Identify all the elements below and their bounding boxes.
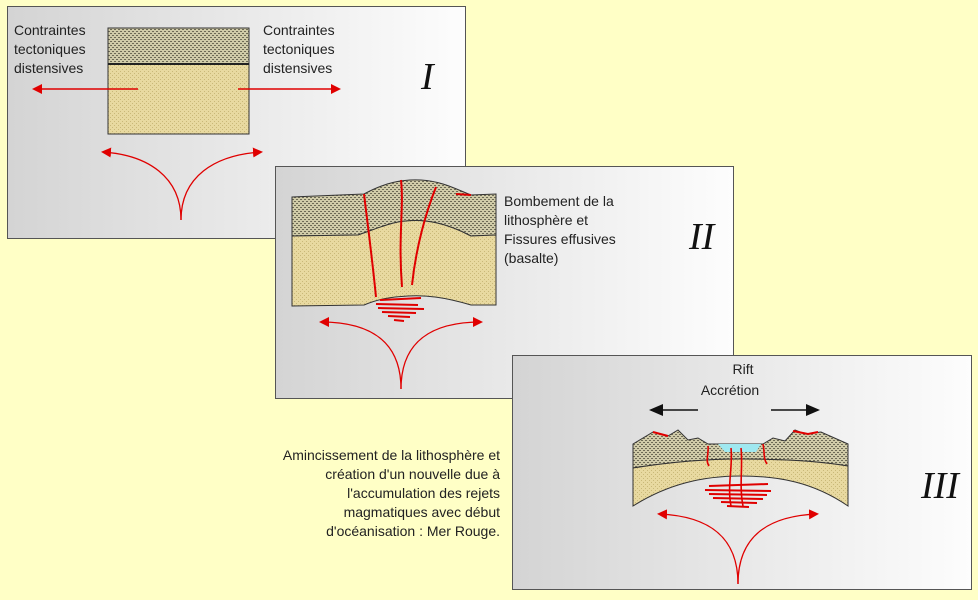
surface-lava — [652, 430, 819, 437]
stage-3-panel: Rift Accrétion III — [512, 355, 972, 590]
magma-pool — [375, 297, 425, 322]
stage-1-drawing — [32, 27, 341, 221]
right-convection-arrow — [737, 509, 819, 585]
accretion-label: Accrétion — [700, 382, 760, 398]
stage-1-panel: Contraintes tectoniques distensives Cont… — [7, 6, 466, 239]
magma-chamber — [704, 483, 772, 508]
stage-2-label: Bombement de la lithosphère et Fissures … — [504, 193, 616, 266]
lower-layer — [107, 63, 250, 135]
fissure-3 — [411, 186, 437, 286]
left-convection-arrow — [101, 147, 182, 221]
upper-layer — [107, 27, 250, 65]
fissure-2 — [399, 179, 403, 288]
feeder-dykes — [706, 443, 768, 507]
right-convection-arrow — [400, 317, 483, 390]
fissure-top — [455, 193, 472, 196]
stage-2-drawing — [291, 179, 497, 390]
left-convection-arrow — [657, 509, 739, 585]
left-stress-label: Contraintes tectoniques distensives — [14, 22, 86, 76]
new-ocean-water — [718, 444, 761, 452]
caption-text: Amincissement de la lithosphère et créat… — [282, 447, 500, 539]
stage-3-drawing — [632, 404, 849, 585]
left-convection-arrow — [319, 317, 402, 390]
stage-3-numeral: III — [921, 465, 959, 507]
stage-1-numeral: I — [421, 56, 434, 98]
fissure-1 — [363, 193, 377, 298]
lower-layer-thinned — [632, 458, 849, 507]
lower-layer-bulged — [291, 220, 497, 307]
right-convection-arrow — [180, 147, 263, 221]
stage-2-numeral: II — [689, 216, 715, 258]
rift-label: Rift — [732, 361, 754, 377]
right-stress-label: Contraintes tectoniques distensives — [263, 22, 335, 76]
